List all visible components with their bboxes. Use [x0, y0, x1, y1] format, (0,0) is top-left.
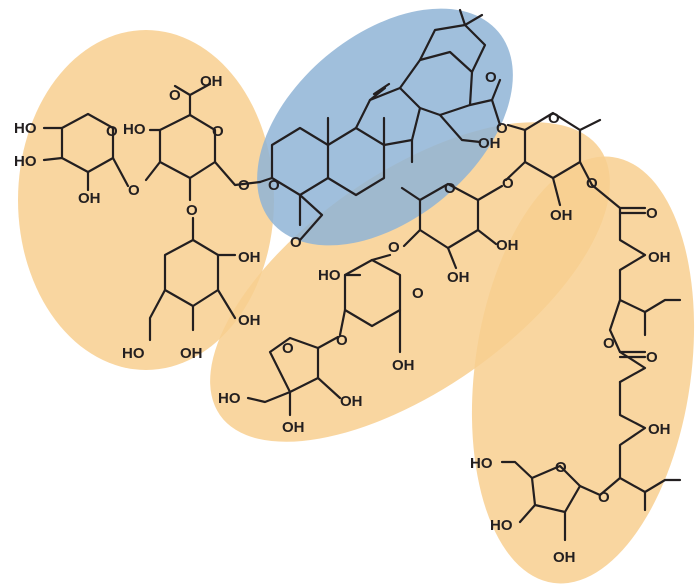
apiose-substituents — [246, 335, 342, 417]
glucose-substituents — [148, 216, 237, 342]
atom-label: HO — [122, 345, 145, 362]
atom-label: O — [485, 69, 497, 86]
atom-label: OH — [200, 73, 223, 90]
atom-label: OH — [478, 135, 501, 152]
carbonyl-2 — [618, 350, 647, 359]
acyl-chain-lower — [598, 380, 682, 512]
atom-label: O — [290, 234, 302, 251]
atom-label: OH — [282, 419, 305, 436]
region-ester-tetrasaccharide — [210, 122, 610, 442]
atom-label: O — [412, 285, 424, 302]
atom-label: O — [212, 123, 224, 140]
atom-label: O — [555, 459, 567, 476]
atom-label: OH — [496, 237, 519, 254]
carbonyl-1 — [618, 206, 647, 215]
atom-label: OH — [238, 312, 261, 329]
region-glucuronide-trisaccharide — [18, 30, 274, 370]
atom-label: HO — [14, 153, 37, 170]
atom-label: O — [282, 340, 294, 357]
atom-label: O — [106, 123, 118, 140]
aglycone-substituents — [258, 8, 502, 242]
atom-label: OH — [550, 207, 573, 224]
atom-label: O — [268, 177, 280, 194]
atom-label: O — [646, 205, 658, 222]
atom-label: O — [336, 332, 348, 349]
atom-label: O — [388, 239, 400, 256]
atom-labels: OH HO HO OH HO O O O O O O OH OH OH HO O… — [14, 69, 671, 566]
apiose-ring — [268, 336, 320, 394]
xylose2-substituents — [338, 253, 402, 354]
atom-label: O — [169, 87, 181, 104]
glucuronic-substituents — [144, 82, 262, 202]
atom-label: OH — [78, 190, 101, 207]
atom-label: O — [238, 177, 250, 194]
atom-label: OH — [180, 345, 203, 362]
atom-label: HO — [14, 120, 37, 137]
atom-label: HO — [490, 517, 513, 534]
atom-label: OH — [648, 249, 671, 266]
atom-label: O — [603, 335, 615, 352]
atom-label: HO — [470, 455, 493, 472]
atom-label: OH — [553, 549, 576, 566]
atom-label: OH — [238, 249, 261, 266]
atom-label: OH — [447, 269, 470, 286]
atom-label: O — [646, 349, 658, 366]
atom-label: O — [598, 489, 610, 506]
atom-label: HO — [123, 121, 146, 138]
arabinofuranose-ring — [530, 464, 582, 514]
arabinofuranose-substituents — [500, 460, 602, 542]
region-acyl-chain — [471, 156, 695, 584]
atom-label: O — [128, 182, 140, 199]
atom-label: O — [444, 180, 456, 197]
atom-label: O — [586, 175, 598, 192]
aglycone-ring-c — [354, 86, 422, 147]
atom-label: O — [186, 202, 198, 219]
atom-label: O — [548, 110, 560, 127]
aglycone-ring-b — [326, 126, 386, 197]
xylose-substituents — [42, 126, 130, 192]
atom-label: OH — [340, 393, 363, 410]
atom-label: O — [502, 175, 514, 192]
atom-label: OH — [392, 357, 415, 374]
rhamnose-substituents — [400, 184, 504, 270]
bond-skeleton — [42, 8, 682, 542]
fucose-substituents — [504, 118, 602, 207]
atom-label: HO — [318, 267, 341, 284]
highlight-regions — [18, 8, 695, 584]
atom-label: HO — [218, 390, 241, 407]
atom-label: O — [496, 120, 508, 137]
atom-label: OH — [648, 421, 671, 438]
